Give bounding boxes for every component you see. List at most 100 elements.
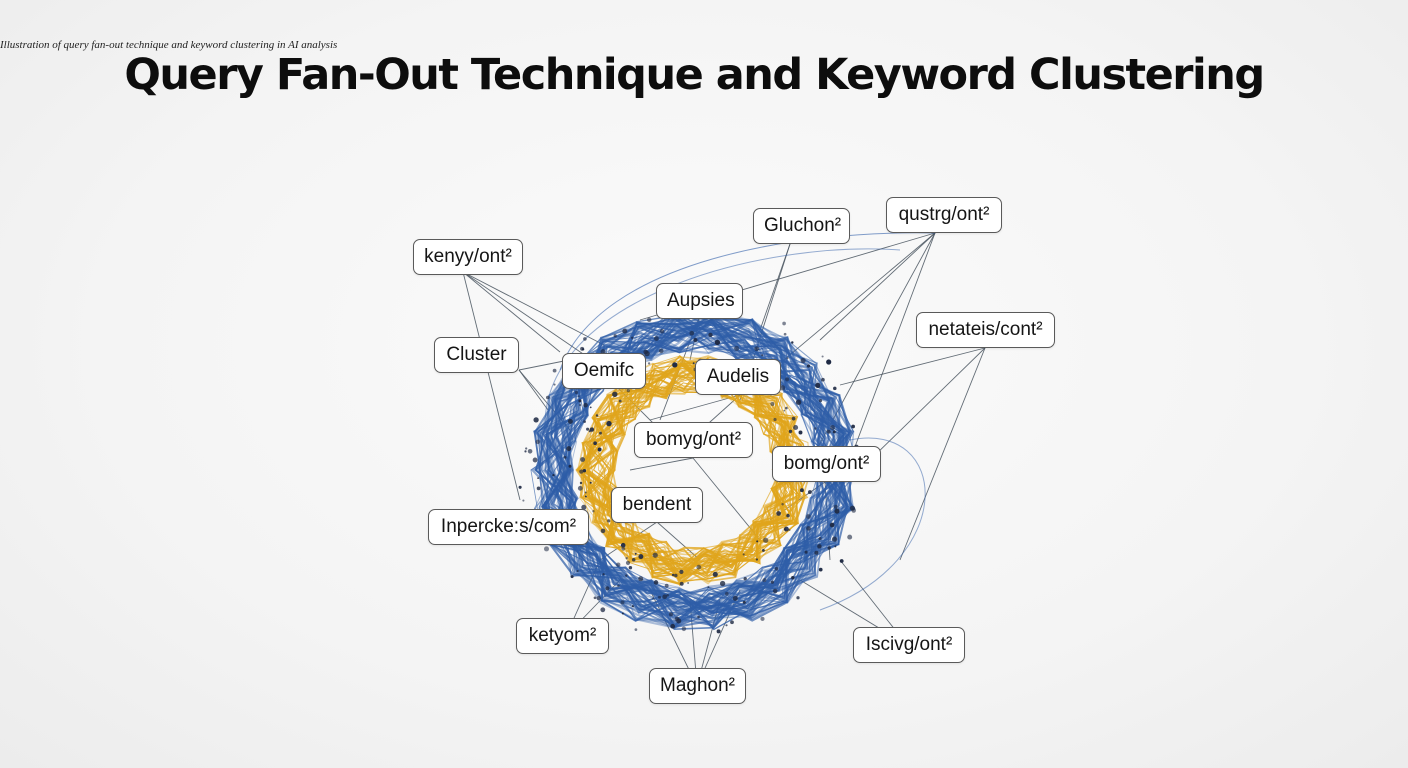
keyword-dot [793, 424, 799, 431]
keyword-dot [832, 430, 836, 434]
keyword-dot [795, 399, 802, 405]
keyword-dot [783, 332, 787, 336]
node-bomyg-ont[interactable]: bomyg/ont² [634, 422, 753, 458]
sweep-curve [559, 232, 936, 371]
keyword-dot [634, 552, 637, 555]
keyword-dot [658, 348, 664, 354]
node-kenyy-ont[interactable]: kenyy/ont² [413, 239, 523, 275]
ring-strand [538, 311, 853, 620]
keyword-dot [818, 567, 823, 572]
keyword-dot [800, 357, 806, 364]
keyword-dot [579, 481, 583, 485]
connection-line [462, 271, 593, 361]
keyword-dot [620, 600, 625, 605]
keyword-dot [785, 377, 790, 382]
keyword-dot [692, 362, 695, 365]
node-aupsies[interactable]: Aupsies [656, 283, 743, 319]
keyword-dot [625, 574, 628, 577]
keyword-dot [725, 624, 728, 627]
keyword-dot [536, 486, 541, 491]
keyword-dot [681, 626, 687, 632]
keyword-dot [670, 623, 676, 629]
keyword-dot [563, 456, 567, 459]
keyword-dot [806, 514, 811, 519]
keyword-dot [552, 368, 557, 373]
keyword-dot [833, 504, 838, 509]
keyword-dot [612, 391, 618, 397]
keyword-dot [592, 510, 595, 513]
keyword-dot [662, 594, 668, 600]
node-maghon[interactable]: Maghon² [649, 668, 746, 704]
keyword-dot [833, 386, 837, 391]
ring-strand [579, 359, 798, 555]
keyword-dot [653, 580, 659, 585]
keyword-dot [779, 385, 786, 391]
keyword-dot [570, 575, 574, 579]
keyword-dot [659, 328, 665, 334]
figure-caption: Illustration of query fan-out technique … [0, 39, 338, 51]
node-ketyom[interactable]: ketyom² [516, 618, 609, 654]
node-inpercke-s-com[interactable]: Inpercke:s/com² [428, 509, 589, 545]
keyword-dot [689, 330, 695, 336]
keyword-dot [568, 464, 572, 468]
node-gluchon[interactable]: Gluchon² [753, 208, 850, 244]
keyword-dot [616, 562, 621, 567]
keyword-dot [830, 425, 836, 430]
node-qustrg-ont[interactable]: qustrg/ont² [886, 197, 1002, 233]
keyword-dot [756, 540, 759, 543]
keyword-dot [631, 605, 634, 608]
keyword-dot [589, 427, 595, 432]
keyword-dot [552, 473, 555, 477]
keyword-dot [788, 429, 793, 434]
node-audelis[interactable]: Audelis [695, 359, 781, 395]
keyword-dot [638, 576, 644, 582]
keyword-dot [527, 449, 533, 454]
ring-strand [546, 312, 845, 631]
keyword-dot [618, 399, 622, 403]
node-cluster[interactable]: Cluster [434, 337, 519, 373]
keyword-dot [839, 559, 844, 563]
keyword-dot [634, 628, 638, 631]
keyword-dot [716, 629, 721, 634]
keyword-dot [626, 388, 630, 393]
keyword-dot [583, 420, 586, 423]
node-bendent[interactable]: bendent [611, 487, 703, 523]
keyword-dot [589, 481, 592, 484]
keyword-dot [676, 618, 682, 624]
ring-strand [577, 367, 807, 576]
connection-line [462, 271, 605, 346]
ring-strand [550, 323, 848, 617]
connection-line [869, 347, 986, 461]
connection-line [656, 521, 701, 561]
keyword-dot [625, 560, 631, 566]
keyword-dot [814, 427, 817, 430]
keyword-dot [687, 582, 690, 584]
keyword-dot [588, 430, 591, 433]
node-bomg-ont[interactable]: bomg/ont² [772, 446, 881, 482]
keyword-dot [643, 349, 649, 355]
sweep-curve [819, 437, 926, 611]
keyword-dot [652, 552, 658, 558]
keyword-dot [584, 491, 587, 494]
keyword-dot [605, 586, 610, 591]
keyword-dot [597, 447, 602, 452]
node-netateis-cont[interactable]: netateis/cont² [916, 312, 1055, 348]
node-oemifc[interactable]: Oemifc [562, 353, 646, 389]
keyword-dot [583, 402, 588, 408]
keyword-dot [730, 620, 734, 625]
keyword-dot [851, 424, 855, 429]
keyword-dot [798, 430, 803, 435]
keyword-dot [583, 337, 587, 341]
keyword-dot [782, 321, 786, 326]
keyword-dot [622, 328, 628, 334]
keyword-dot [742, 600, 746, 604]
node-iscivg-ont[interactable]: Iscivg/ont² [853, 627, 965, 663]
keyword-dot [532, 457, 538, 463]
keyword-dot [821, 355, 824, 358]
keyword-dot [712, 571, 718, 577]
keyword-dot [576, 570, 579, 572]
keyword-dot [672, 362, 678, 368]
keyword-dot [776, 511, 781, 516]
keyword-dot [535, 439, 541, 445]
keyword-dot [714, 339, 721, 346]
